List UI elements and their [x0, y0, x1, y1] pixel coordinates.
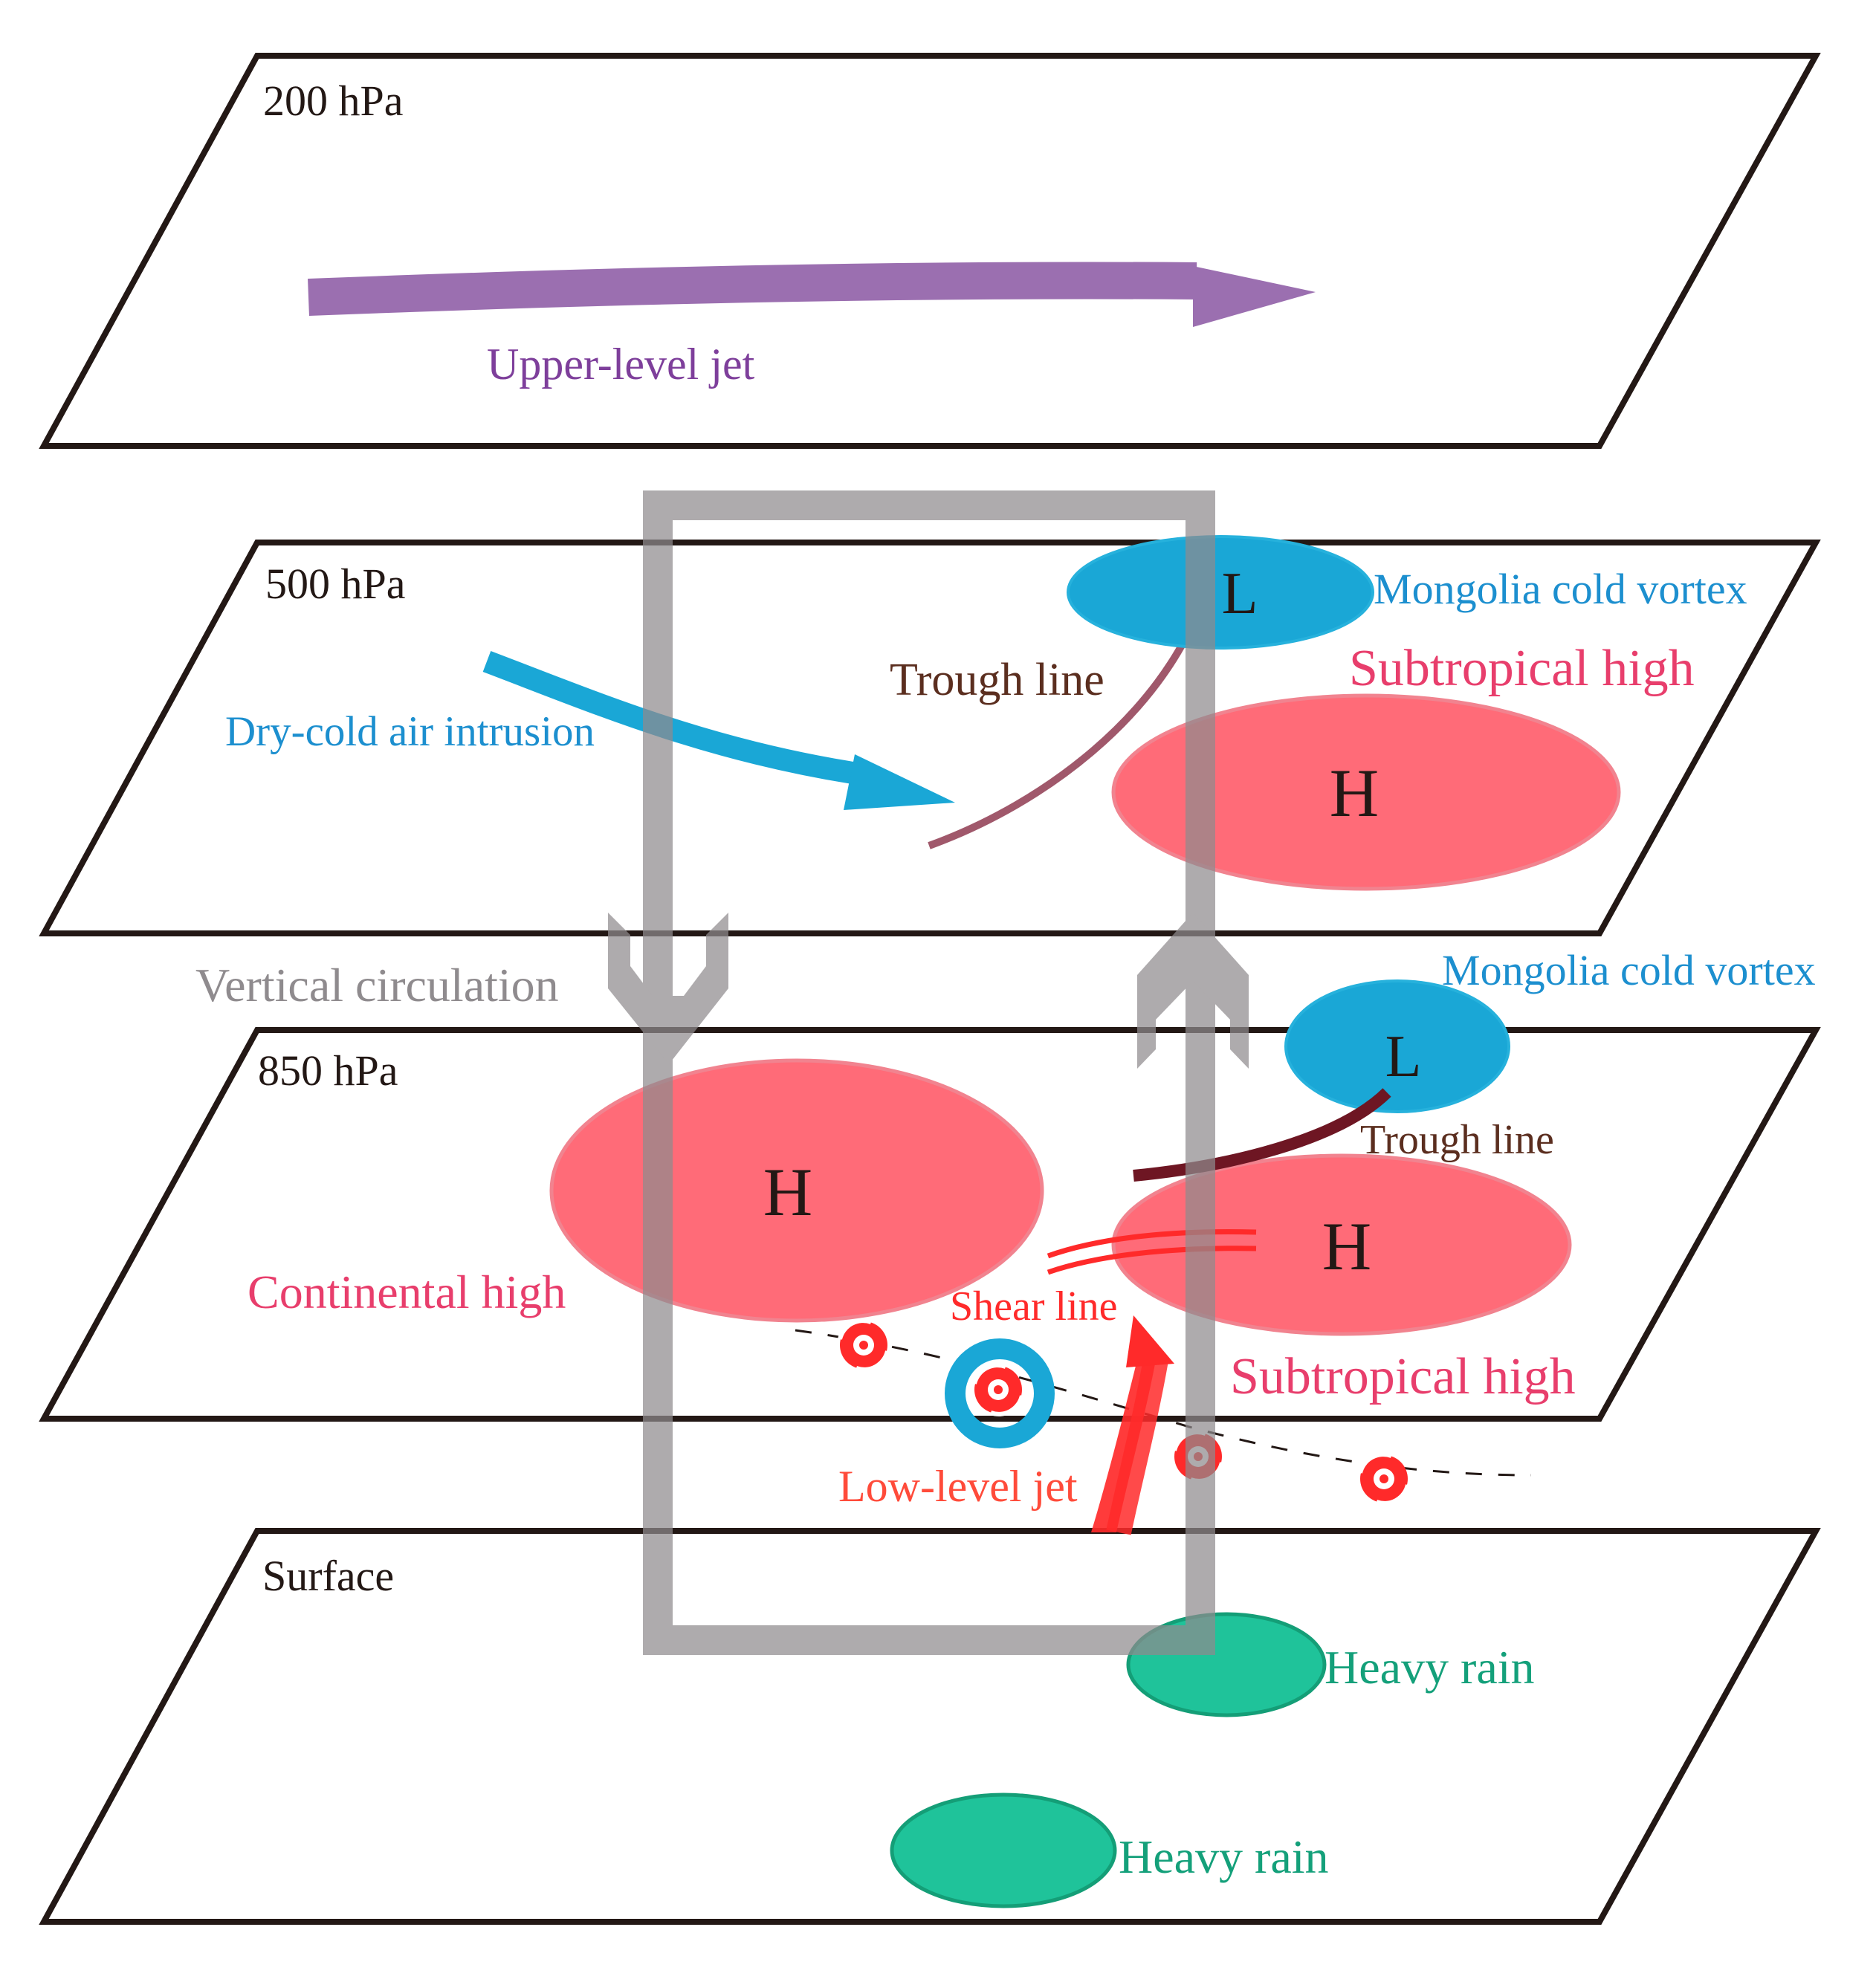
- subtropical-500-H: H: [1330, 755, 1379, 831]
- upward-arrow: [1137, 913, 1249, 1069]
- plane-surface: Surface Heavy rain Heavy rain: [39, 1528, 1821, 1925]
- continental-high-label: Continental high: [248, 1266, 566, 1318]
- low-level-jet-arrow: [1091, 1315, 1174, 1535]
- heavy-rain-label-1: Heavy rain: [1324, 1641, 1535, 1694]
- plane-surface-outline: [39, 1528, 1821, 1925]
- trough-line-500-label: Trough line: [890, 655, 1104, 705]
- level-label-850: 850 hPa: [258, 1046, 398, 1095]
- upper-level-jet-arrow: [308, 262, 1316, 327]
- level-label-200: 200 hPa: [263, 77, 404, 125]
- heavy-rain-label-2: Heavy rain: [1119, 1830, 1329, 1883]
- dry-cold-air-label: Dry-cold air intrusion: [225, 708, 595, 755]
- level-label-surface: Surface: [262, 1552, 394, 1600]
- vertical-circulation: [608, 490, 1249, 1655]
- subtropical-850-H: H: [1322, 1208, 1371, 1284]
- plane-200-outline: [39, 53, 1821, 449]
- subtropical-high-850: [1111, 1153, 1572, 1336]
- level-label-500: 500 hPa: [265, 560, 406, 608]
- subtropical-high-500-label: Subtropical high: [1349, 640, 1695, 697]
- vertical-circulation-label: Vertical circulation: [195, 959, 559, 1011]
- typhoon-icon: [972, 1363, 1024, 1416]
- continental-high-H: H: [763, 1154, 812, 1230]
- mongolia-vortex-850: [1284, 979, 1510, 1113]
- mongolia-vortex-500-label: Mongolia cold vortex: [1374, 565, 1747, 613]
- downward-arrow: [608, 913, 728, 1064]
- shear-line-label: Shear line: [950, 1283, 1117, 1330]
- upper-level-jet-label: Upper-level jet: [487, 340, 755, 389]
- shear-line: [1047, 1228, 1257, 1275]
- subtropical-high-500: [1111, 693, 1621, 891]
- trough-line-850-label: Trough line: [1360, 1117, 1554, 1163]
- mongolia-vortex-850-label: Mongolia cold vortex: [1442, 946, 1816, 994]
- vortex-ring: [945, 1338, 1055, 1448]
- trough-line-850: [1133, 1088, 1391, 1182]
- typhoon-icon: [838, 1318, 890, 1372]
- low-level-jet-label: Low-level jet: [838, 1462, 1078, 1511]
- vortex-500-L: L: [1222, 561, 1258, 626]
- plane-850hpa: 850 hPa H Continental high H Subtropical…: [39, 946, 1821, 1506]
- typhoon-icon: [1358, 1452, 1410, 1506]
- mongolia-vortex-500: [1067, 535, 1374, 650]
- heavy-rain-area-2: [890, 1792, 1117, 1908]
- plane-500hpa: 500 hPa Dry-cold air intrusion Trough li…: [39, 535, 1821, 936]
- plane-200hpa: 200 hPa Upper-level jet: [39, 53, 1821, 449]
- trough-line-500: [928, 604, 1204, 849]
- vortex-850-L: L: [1385, 1024, 1422, 1089]
- continental-high: [549, 1058, 1044, 1323]
- subtropical-high-850-label: Subtropical high: [1230, 1348, 1576, 1405]
